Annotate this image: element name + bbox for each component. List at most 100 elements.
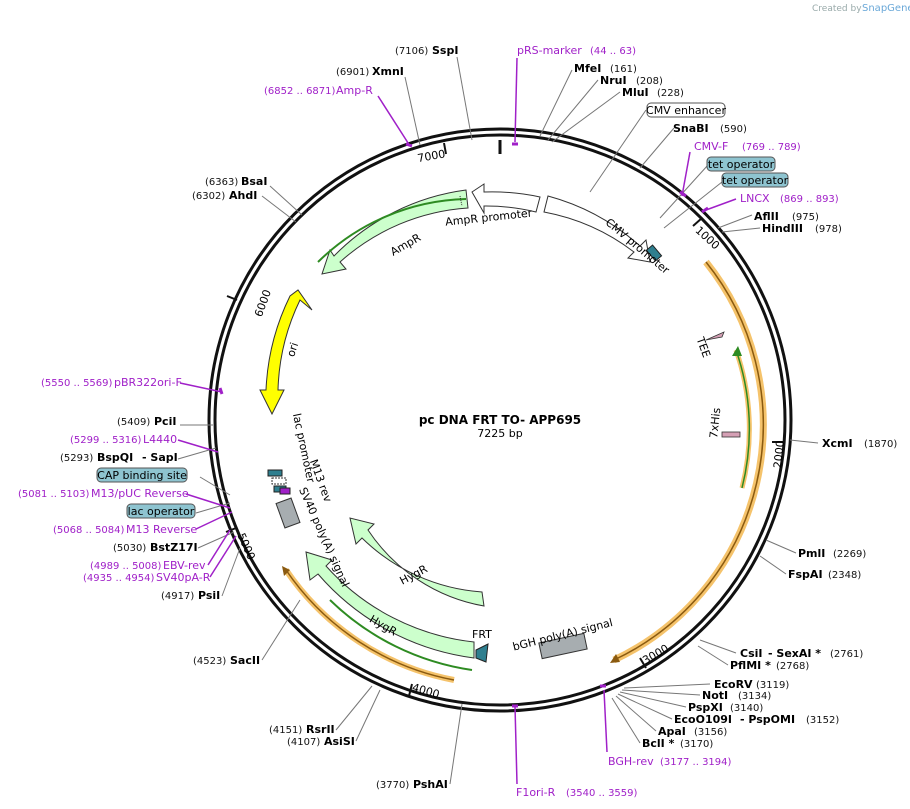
psii-name[interactable]: PsiI — [198, 589, 220, 602]
primer-tick-ampr — [405, 142, 413, 148]
snabi-name[interactable]: SnaBI — [673, 122, 709, 135]
conn-fspai — [759, 555, 787, 575]
mfei-name[interactable]: MfeI — [574, 62, 601, 75]
conn-ecoo — [617, 693, 673, 720]
primer-bgh-name[interactable]: BGH-rev — [608, 755, 654, 768]
sacii-name[interactable]: SacII — [230, 654, 260, 667]
app695-orf-line — [613, 261, 764, 661]
primer-ebv-name[interactable]: EBV-rev — [163, 559, 206, 572]
ahdi-num: (6302) — [192, 191, 225, 202]
sapi-name[interactable]: - SapI — [142, 451, 178, 464]
m13rev-mark — [279, 487, 291, 495]
sv40-polya-box — [275, 497, 301, 529]
xmni-name[interactable]: XmnI — [372, 65, 404, 78]
pcii-num: (5409) — [117, 417, 150, 428]
xcmi-name[interactable]: XcmI — [822, 437, 853, 450]
primer-l4440-range: (5299 .. 5316) — [70, 435, 142, 446]
primer-line-prs — [514, 57, 518, 143]
plasmid-name: pc DNA FRT TO- APP695 — [419, 413, 581, 427]
tet-operator-2-label: tet operator — [722, 174, 789, 187]
tet-operator-2-box[interactable] — [721, 172, 789, 188]
conn-apai — [615, 695, 657, 732]
primer-cmvf-name[interactable]: CMV-F — [694, 140, 728, 153]
conn-bcli — [611, 697, 641, 744]
conn-psii — [221, 547, 241, 597]
tick-6000 — [226, 295, 238, 301]
pspxi-num: (3140) — [730, 703, 763, 714]
bstz17i-name[interactable]: BstZ17I — [150, 541, 198, 554]
lac-operator-box[interactable] — [126, 503, 196, 519]
primer-pbr-name[interactable]: pBR322ori-F — [114, 376, 182, 389]
primer-line-bgh — [603, 689, 608, 753]
pflmi-name[interactable]: PflMI * — [730, 659, 771, 672]
conn-mlui — [551, 91, 621, 143]
mlui-name[interactable]: MluI — [622, 86, 649, 99]
ecorv-name[interactable]: EcoRV — [714, 678, 753, 691]
asisi-num: (4107) — [287, 737, 320, 748]
conn-bstz — [197, 531, 235, 549]
credit-prefix: Created by — [812, 4, 862, 14]
pmli-name[interactable]: PmlI — [798, 547, 825, 560]
csii-name[interactable]: CsiI — [740, 647, 762, 660]
primer-m13puc-name[interactable]: M13/pUC Reverse — [91, 487, 189, 500]
primer-lncx-name[interactable]: LNCX — [740, 192, 770, 205]
primer-ampr-range: (6852 .. 6871) — [264, 86, 336, 97]
pspomi-name[interactable]: - PspOMI — [740, 713, 795, 726]
pshai-name[interactable]: PshAI — [413, 778, 448, 791]
tet-operator-1-box[interactable] — [706, 156, 776, 172]
primer-marks — [177, 57, 737, 785]
ruler-7000: 7000 — [416, 147, 446, 165]
conn-tet2 — [663, 181, 723, 229]
bcli-name[interactable]: BclI * — [642, 737, 675, 750]
hygr-orf-line — [329, 599, 473, 671]
nrui-name[interactable]: NruI — [600, 74, 627, 87]
frt-mark — [475, 643, 489, 663]
cmv-promoter-arrow — [543, 195, 651, 263]
mlui-num: (228) — [657, 88, 684, 99]
conn-noti — [621, 689, 701, 696]
primer-m13r-name[interactable]: M13 Reverse — [126, 523, 197, 536]
sexai-name[interactable]: - SexAI * — [768, 647, 821, 660]
connectors — [177, 56, 819, 785]
conn-lacop — [195, 502, 231, 514]
asisi-name[interactable]: AsiSI — [324, 735, 355, 748]
primer-line-m13r — [195, 511, 233, 530]
primer-prs-name[interactable]: pRS-marker — [517, 44, 582, 57]
bgh-polya-box — [538, 632, 588, 660]
primer-ampr-name[interactable]: Amp-R — [336, 84, 373, 97]
pspxi-name[interactable]: PspXI — [688, 701, 723, 714]
primer-l4440-name[interactable]: L4440 — [143, 433, 177, 446]
bsai-name[interactable]: BsaI — [241, 175, 267, 188]
conn-pmli — [765, 539, 797, 554]
aflii-name[interactable]: AflII — [754, 210, 779, 223]
primer-f1ori-name[interactable]: F1ori-R — [516, 786, 556, 799]
rsrii-name[interactable]: RsrII — [306, 723, 335, 736]
ahdi-name[interactable]: AhdI — [229, 189, 257, 202]
apai-name[interactable]: ApaI — [658, 725, 686, 738]
bstz17i-num: (5030) — [113, 543, 146, 554]
conn-bsai — [269, 185, 303, 216]
pcii-name[interactable]: PciI — [154, 415, 176, 428]
conn-sspi — [456, 56, 473, 141]
noti-name[interactable]: NotI — [702, 689, 728, 702]
xmni-num: (6901) — [336, 67, 369, 78]
ecoo109i-name[interactable]: EcoO109I — [674, 713, 732, 726]
fspai-name[interactable]: FspAI — [788, 568, 823, 581]
bspqi-name[interactable]: BspQI — [97, 451, 133, 464]
cmv-enhancer-box[interactable] — [646, 102, 726, 118]
primer-sv40pa-name[interactable]: SV40pA-R — [156, 571, 211, 584]
primer-labels: pRS-marker (44 .. 63) (6852 .. 6871) Amp… — [18, 44, 839, 799]
conn-pshai — [449, 703, 463, 785]
sspi-name[interactable]: SspI — [432, 44, 458, 57]
conn-snabi — [639, 127, 675, 169]
tet-operator-mark — [645, 244, 663, 262]
conn-mfei — [539, 69, 573, 137]
hindiii-name[interactable]: HindIII — [762, 222, 803, 235]
cap-binding-box[interactable] — [96, 467, 188, 483]
ampr-promoter-arrow — [471, 183, 541, 215]
tick-4000 — [408, 683, 413, 697]
tee-arrow — [705, 331, 725, 341]
bspqi-num: (5293) — [60, 453, 93, 464]
conn-ecorv — [623, 683, 711, 689]
primer-line-cmvf — [681, 151, 691, 197]
